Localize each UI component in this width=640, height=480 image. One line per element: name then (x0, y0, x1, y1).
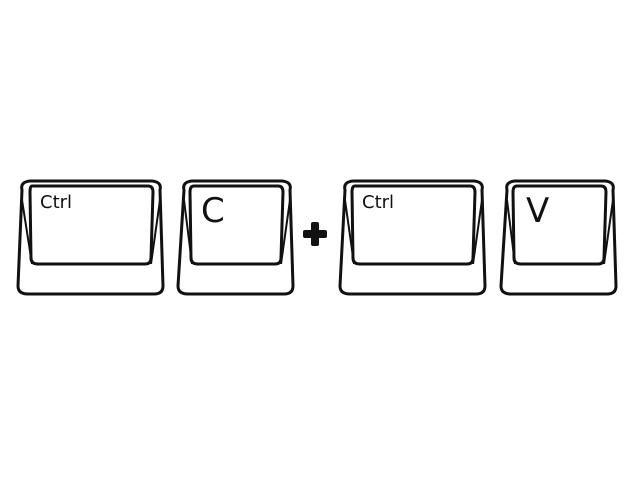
c-key: C (176, 179, 295, 296)
plus-icon (303, 222, 327, 246)
ctrl-key-1-label: Ctrl (40, 192, 72, 213)
ctrl-key-2-label: Ctrl (362, 192, 394, 213)
v-key-label: V (526, 191, 549, 231)
ctrl-key-1: Ctrl (16, 179, 165, 296)
v-key: V (499, 179, 618, 296)
ctrl-key-2: Ctrl (338, 179, 487, 296)
c-key-label: C (201, 191, 225, 231)
